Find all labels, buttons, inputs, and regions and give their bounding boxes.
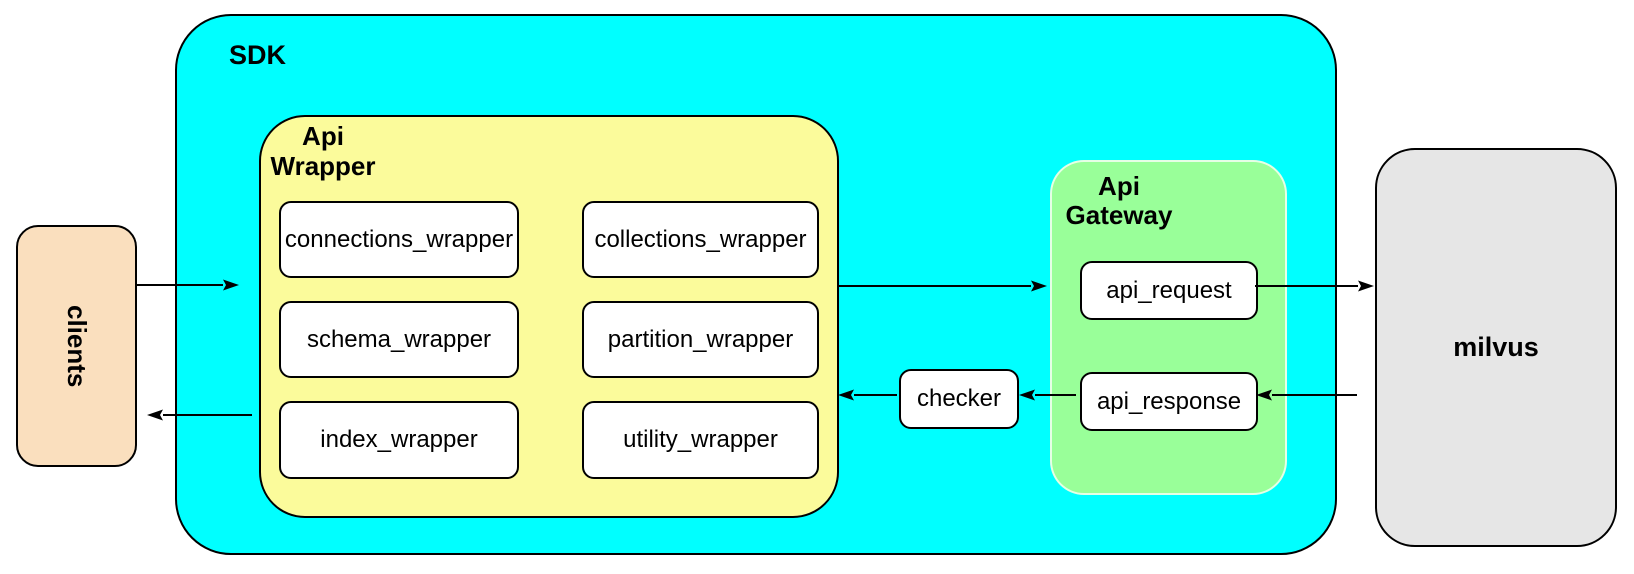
schema-wrapper-node: schema_wrapper xyxy=(279,301,519,378)
milvus-label: milvus xyxy=(1453,332,1539,362)
sdk-container: SDK Api Wrapper connections_wrapper coll… xyxy=(175,14,1337,555)
api-request-node: api_request xyxy=(1080,261,1258,320)
collections-wrapper-node: collections_wrapper xyxy=(582,201,819,278)
clients-label: clients xyxy=(62,304,92,388)
checker-node: checker xyxy=(899,369,1019,429)
connections-wrapper-node: connections_wrapper xyxy=(279,201,519,278)
partition-wrapper-node: partition_wrapper xyxy=(582,301,819,378)
api-gateway-label: Api Gateway xyxy=(1065,171,1173,230)
sdk-label: SDK xyxy=(229,40,287,70)
utility-wrapper-node: utility_wrapper xyxy=(582,401,819,479)
api-response-node: api_response xyxy=(1080,372,1258,431)
clients-node: clients xyxy=(16,225,137,467)
milvus-node: milvus xyxy=(1375,148,1617,547)
index-wrapper-node: index_wrapper xyxy=(279,401,519,479)
api-gateway-container: Api Gateway api_request api_response xyxy=(1050,160,1287,495)
api-wrapper-container: Api Wrapper connections_wrapper collecti… xyxy=(259,115,839,518)
api-wrapper-label: Api Wrapper xyxy=(270,121,376,181)
